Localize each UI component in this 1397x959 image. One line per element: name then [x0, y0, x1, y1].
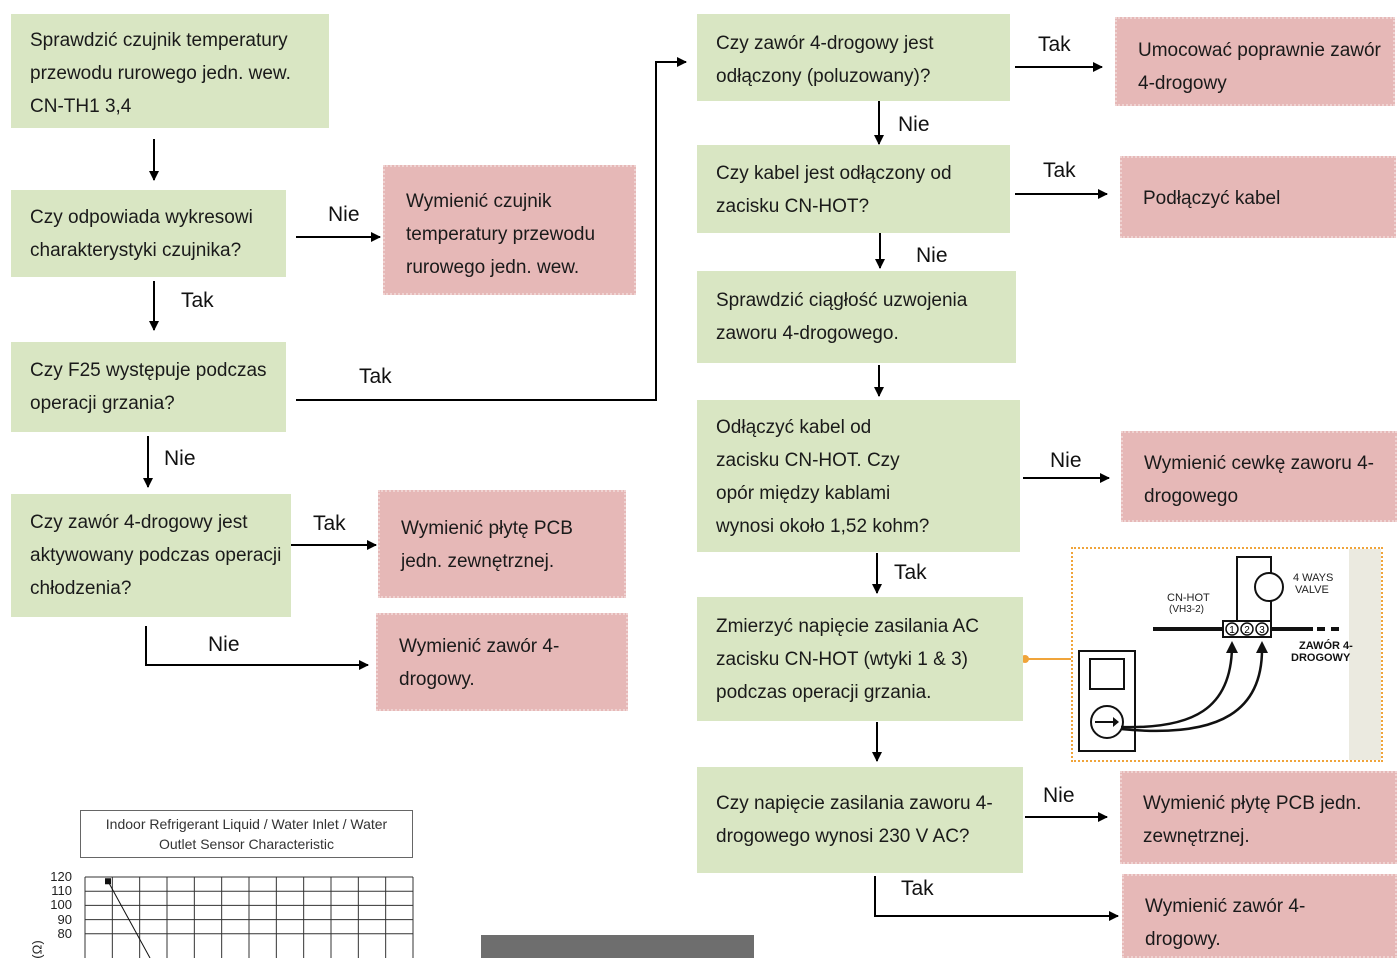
valve-active-cooling-question: Czy zawór 4-drogowy jest aktywowany podc…: [11, 494, 291, 617]
cable-disconnected-text: Czy kabel jest odłączony od zacisku CN-H…: [716, 163, 952, 217]
replace-valve-text-right: Wymienić zawór 4-drogowy.: [1145, 896, 1306, 950]
chart-plot: [84, 876, 414, 958]
label-box4-no: Nie: [208, 633, 240, 656]
resistance-question: Odłączyć kabel od zacisku CN-HOT. Czy op…: [697, 400, 1020, 552]
replace-coil-text: Wymienić cewkę zaworu 4-drogowego: [1144, 453, 1375, 507]
arrow-box3-right-q1: [296, 57, 687, 401]
photo-fragment: [481, 935, 754, 958]
measure-voltage-text: Zmierzyć napięcie zasilania AC zacisku C…: [716, 616, 979, 703]
cn-hot-label: CN-HOT: [1167, 592, 1210, 604]
label-q6-yes: Tak: [901, 877, 934, 900]
sensor-characteristic-question: Czy odpowiada wykresowi charakterystyki …: [11, 190, 286, 277]
label-q4-yes: Tak: [894, 561, 927, 584]
chart-series-line: [107, 881, 151, 958]
pin-2: 2: [1244, 625, 1250, 636]
arrow-q6-yes: [874, 876, 1119, 921]
valve-active-cooling-text: Czy zawór 4-drogowy jest aktywowany podc…: [30, 512, 282, 599]
label-box3-no: Nie: [164, 447, 196, 470]
zawor-label-2: DROGOWY: [1291, 652, 1351, 664]
fix-valve-text: Umocować poprawnie zawór 4-drogowy: [1138, 40, 1381, 94]
label-box3-yes: Tak: [359, 365, 392, 388]
pin-3: 3: [1259, 625, 1265, 636]
wiring-diagram-drawing: 1 2 3 CN-HOT (VH3-2) 4 WAYS VALVE ZAWÓR …: [1078, 549, 1381, 760]
chart-ytick: 100: [50, 897, 72, 913]
label-q6-no: Nie: [1043, 784, 1075, 807]
winding-continuity-text: Sprawdzić ciągłość uzwojenia zaworu 4-dr…: [716, 290, 968, 344]
chart-title-line-1: Indoor Refrigerant Liquid / Water Inlet …: [105, 816, 388, 832]
zawor-label-1: ZAWÓR 4-: [1299, 639, 1353, 652]
replace-pcb-text-left: Wymienić płytę PCB jedn. zewnętrznej.: [401, 518, 573, 572]
chart-ytick: 120: [50, 869, 72, 884]
connect-cable-action: Podłączyć kabel: [1120, 156, 1396, 238]
replace-pcb-text-right: Wymienić płytę PCB jedn. zewnętrznej.: [1143, 793, 1362, 847]
replace-valve-text-left: Wymienić zawór 4-drogowy.: [399, 636, 560, 690]
label-box4-yes: Tak: [313, 512, 346, 535]
replace-valve-action-left: Wymienić zawór 4-drogowy.: [376, 613, 628, 711]
replace-valve-action-right: Wymienić zawór 4-drogowy.: [1122, 874, 1397, 958]
cn-hot-sub-label: (VH3-2): [1169, 604, 1204, 615]
valve-label-1: 4 WAYS: [1293, 572, 1333, 584]
label-q1-no: Nie: [898, 113, 930, 136]
arrow-box4-replace-valve: [145, 626, 369, 670]
label-box2-no: Nie: [328, 203, 360, 226]
label-q1-yes: Tak: [1038, 33, 1071, 56]
f25-question: Czy F25 występuje podczas operacji grzan…: [11, 342, 286, 432]
chart-ytick: 80: [57, 925, 72, 941]
chart-title-line-2: Outlet Sensor Characteristic: [158, 836, 335, 852]
sensor-chart: Indoor Refrigerant Liquid / Water Inlet …: [30, 810, 415, 959]
check-sensor-text: Sprawdzić czujnik temperatury przewodu r…: [30, 30, 291, 117]
label-q2-no: Nie: [916, 244, 948, 267]
f25-question-text: Czy F25 występuje podczas operacji grzan…: [30, 360, 267, 414]
voltage-230-text: Czy napięcie zasilania zaworu 4-drogoweg…: [716, 793, 993, 847]
sensor-characteristic-text: Czy odpowiada wykresowi charakterystyki …: [30, 207, 253, 261]
replace-sensor-action: Wymienić czujnik temperatury przewodu ru…: [383, 165, 636, 295]
label-q4-no: Nie: [1050, 449, 1082, 472]
cable-disconnected-question: Czy kabel jest odłączony od zacisku CN-H…: [697, 145, 1010, 233]
winding-continuity-step: Sprawdzić ciągłość uzwojenia zaworu 4-dr…: [697, 271, 1016, 363]
callout-dot: [1021, 655, 1029, 663]
replace-sensor-text: Wymienić czujnik temperatury przewodu ru…: [406, 191, 596, 278]
fix-valve-action: Umocować poprawnie zawór 4-drogowy: [1115, 17, 1395, 106]
resistance-text: Odłączyć kabel od zacisku CN-HOT. Czy op…: [716, 417, 930, 537]
chart-ytick: 90: [57, 911, 72, 927]
chart-ytick: 110: [51, 883, 72, 899]
wiring-diagram: 1 2 3 CN-HOT (VH3-2) 4 WAYS VALVE ZAWÓR …: [1071, 547, 1383, 762]
voltage-230-question: Czy napięcie zasilania zaworu 4-drogoweg…: [697, 767, 1023, 873]
chart-ylabel: (Ω): [29, 940, 45, 959]
label-box2-yes: Tak: [181, 289, 214, 312]
label-q2-yes: Tak: [1043, 159, 1076, 182]
valve-coil-icon: [1254, 572, 1284, 602]
chart-title: Indoor Refrigerant Liquid / Water Inlet …: [80, 810, 413, 858]
replace-coil-action: Wymienić cewkę zaworu 4-drogowego: [1121, 431, 1397, 522]
measure-voltage-step: Zmierzyć napięcie zasilania AC zacisku C…: [697, 597, 1023, 721]
connect-cable-text: Podłączyć kabel: [1143, 188, 1281, 209]
valve-label-2: VALVE: [1295, 584, 1329, 596]
replace-pcb-action-left: Wymienić płytę PCB jedn. zewnętrznej.: [378, 490, 626, 598]
valve-loose-question: Czy zawór 4-drogowy jest odłączony (polu…: [697, 14, 1010, 101]
replace-pcb-action-right: Wymienić płytę PCB jedn. zewnętrznej.: [1120, 771, 1397, 864]
pin-1: 1: [1229, 625, 1235, 636]
check-sensor-box: Sprawdzić czujnik temperatury przewodu r…: [11, 14, 329, 128]
valve-loose-text: Czy zawór 4-drogowy jest odłączony (polu…: [716, 33, 934, 87]
